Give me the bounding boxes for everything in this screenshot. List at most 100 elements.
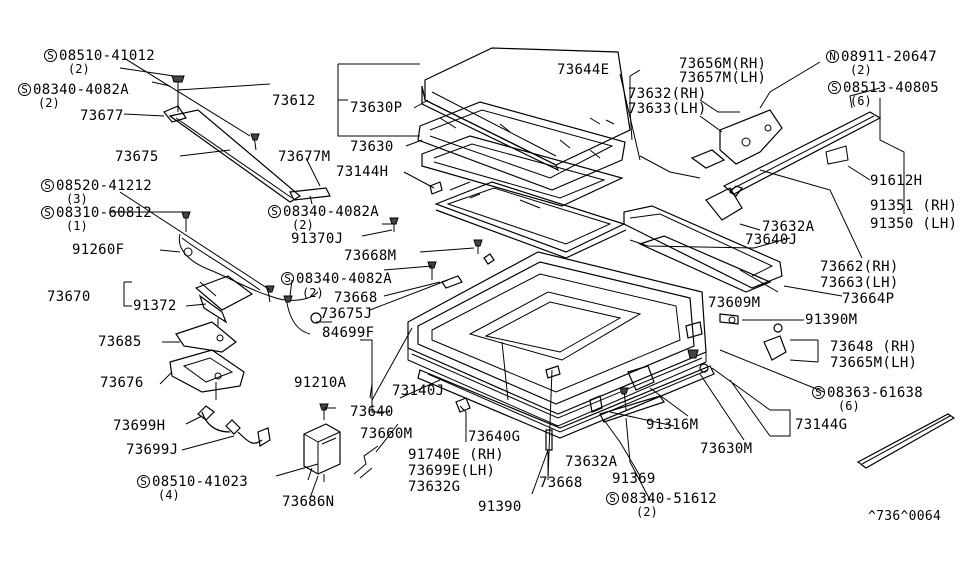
callout-08340-4082A-c: 08340-4082A [296, 271, 393, 287]
callout-08510-41012: 08510-41012 [59, 48, 156, 64]
callout-91612H: 91612H [870, 173, 923, 189]
callout-08340-4082A: 08340-4082A [33, 82, 130, 98]
center-fasteners [389, 181, 495, 289]
callout-08310-60812-qty: (1) [66, 219, 88, 233]
callout-73663: 73663(LH) [820, 275, 899, 291]
callout-73668-b: 73668 [539, 475, 583, 491]
callout-08363-61638: 08363-61638 [827, 385, 924, 401]
callout-73677M: 73677M [278, 149, 331, 165]
callout-73632RH: 73632(RH) [628, 86, 707, 102]
callout-73657M: 73657M(LH) [679, 70, 767, 86]
callout-73660M: 73660M [360, 426, 413, 442]
callout-08520-41212-qty: (3) [66, 192, 88, 206]
callout-91316M: 91316M [646, 417, 699, 433]
motor-bracket [175, 318, 237, 353]
wire-clip [353, 445, 379, 479]
callout-91350: 91350 (LH) [870, 216, 958, 232]
callout-73664P: 73664P [842, 291, 895, 307]
callout-73630M: 73630M [700, 441, 753, 457]
symbol-s: S [281, 272, 294, 285]
symbol-s: S [44, 49, 57, 62]
callout-73633LH: 73633(LH) [628, 101, 707, 117]
callout-91370J: 91370J [291, 231, 344, 247]
bracket-rh-lh [639, 109, 849, 221]
callout-91210A: 91210A [294, 375, 347, 391]
callout-73675: 73675 [115, 149, 159, 165]
callout-08340-4082A-b-qty: (2) [292, 218, 314, 232]
callout-84699F: 84699F [322, 325, 375, 341]
callout-73677: 73677 [80, 108, 124, 124]
callout-08340-4082A-c-qty: (2) [302, 286, 324, 300]
callout-08513-40805-qty: (6) [850, 94, 872, 108]
callout-73699E: 73699E(LH) [408, 463, 496, 479]
main-frame [407, 251, 715, 439]
callout-08510-41012-qty: (2) [68, 62, 90, 76]
symbol-s: S [606, 492, 619, 505]
callout-73632G: 73632G [408, 479, 461, 495]
callout-08911-20647: 08911-20647 [841, 49, 938, 65]
grommet [310, 312, 322, 324]
callout-73632A-b: 73632A [565, 454, 618, 470]
callout-91740E: 91740E (RH) [408, 447, 505, 463]
symbol-s: S [137, 475, 150, 488]
callout-73656M: 73656M(RH) [679, 56, 767, 72]
callout-73662: 73662(RH) [820, 259, 899, 275]
screw-91210A [319, 403, 329, 420]
callout-73699J: 73699J [126, 442, 179, 458]
callout-08510-41023: 08510-41023 [152, 474, 249, 490]
callout-08340-4082A-qty: (2) [38, 96, 60, 110]
sunshade [434, 181, 627, 259]
callout-91390: 91390 [478, 499, 522, 515]
leader-lines [110, 57, 905, 501]
callout-73644E: 73644E [557, 62, 610, 78]
callout-08510-41023-qty: (4) [158, 488, 180, 502]
catalog-code: ^736^0064 [868, 509, 942, 524]
callout-73632A-a: 73632A [762, 219, 815, 235]
callout-73665M: 73665M(LH) [830, 355, 918, 371]
callout-73668-a: 73668 [334, 290, 378, 306]
callout-08340-4082A-b: 08340-4082A [283, 204, 380, 220]
callout-91390M: 91390M [805, 312, 858, 328]
callout-73668M: 73668M [344, 248, 397, 264]
callout-91351: 91351 (RH) [870, 198, 958, 214]
glass-frame [417, 101, 626, 207]
drain-hoses [197, 405, 271, 447]
callout-08340-51612-qty: (2) [636, 505, 658, 519]
symbol-s: S [41, 179, 54, 192]
callout-08310-60812: 08310-60812 [56, 205, 153, 221]
symbol-s: S [41, 206, 54, 219]
callout-73609M: 73609M [708, 295, 761, 311]
callout-08520-41212: 08520-41212 [56, 178, 153, 194]
symbol-s: S [828, 81, 841, 94]
callout-73144G: 73144G [795, 417, 848, 433]
callout-08513-40805: 08513-40805 [843, 80, 940, 96]
callout-73648: 73648 (RH) [830, 339, 918, 355]
symbol-n: N [826, 50, 839, 63]
callout-08340-51612: 08340-51612 [621, 491, 718, 507]
callout-73630P: 73630P [350, 100, 403, 116]
callout-73630: 73630 [350, 139, 394, 155]
callout-73675J: 73675J [320, 306, 373, 322]
callout-73686N: 73686N [282, 494, 335, 510]
callout-73676: 73676 [100, 375, 144, 391]
callout-73685: 73685 [98, 334, 142, 350]
symbol-s: S [812, 386, 825, 399]
callout-73640G: 73640G [468, 429, 521, 445]
callout-73612: 73612 [272, 93, 316, 109]
weatherstrip [856, 413, 956, 469]
callout-08911-20647-qty: (2) [850, 63, 872, 77]
callout-73640J: 73640J [745, 232, 798, 248]
lower-right-parts [455, 313, 787, 451]
callout-91369: 91369 [612, 471, 656, 487]
symbol-s: S [268, 205, 281, 218]
callout-73640: 73640 [350, 404, 394, 420]
callout-91260F: 91260F [72, 242, 125, 258]
callout-08363-61638-qty: (6) [838, 399, 860, 413]
callout-73140J: 73140J [392, 383, 445, 399]
callout-73670: 73670 [47, 289, 91, 305]
deflector-arm [163, 75, 331, 203]
symbol-s: S [18, 83, 31, 96]
drive-plate [169, 349, 245, 400]
